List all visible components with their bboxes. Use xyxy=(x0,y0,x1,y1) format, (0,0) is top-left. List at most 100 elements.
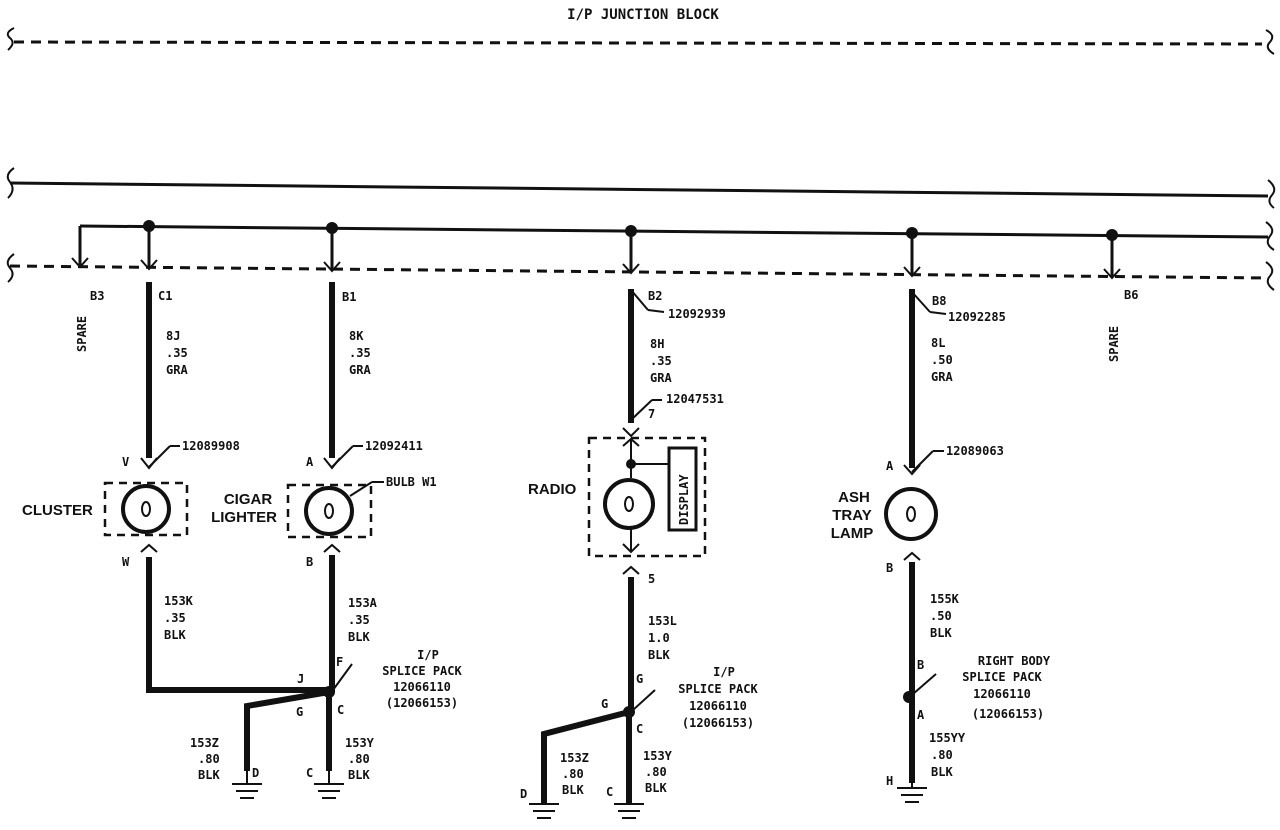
radio-display-box xyxy=(667,446,698,532)
cigar-connector-number: 12092411 xyxy=(365,439,423,453)
mid-splice-pin-g: G xyxy=(601,697,608,711)
mid-splice-line3: 12066110 xyxy=(689,699,747,713)
ground-icon xyxy=(232,768,262,799)
wire-cigar-out-circuit: 153A xyxy=(348,596,378,610)
radio-bulb-icon xyxy=(603,478,655,530)
wire-ash-out-color: BLK xyxy=(930,626,952,640)
mid-ground-d-pin: D xyxy=(520,787,527,801)
mid-splice-pin-c: C xyxy=(636,722,643,736)
wire-b2-gauge: .35 xyxy=(650,354,672,368)
left-ground-c-color: BLK xyxy=(348,768,370,782)
wire-cigar-out-gauge: .35 xyxy=(348,613,370,627)
ground-icon xyxy=(614,803,644,819)
left-splice-pin-c: C xyxy=(337,703,344,717)
mid-ground-d-color: BLK xyxy=(562,783,584,797)
wire-cluster-out-circuit: 153K xyxy=(164,594,194,608)
wire-b2-color: GRA xyxy=(650,371,672,385)
right-splice-line3: 12066110 xyxy=(973,687,1031,701)
left-ground-c-pin: C xyxy=(306,766,313,780)
mid-splice-line2: SPLICE PACK xyxy=(678,682,758,696)
ash-bulb-icon xyxy=(884,487,938,541)
wire-cluster-out xyxy=(146,557,333,693)
left-splice-line4: (12066153) xyxy=(386,696,458,710)
junction-block-boundary-top xyxy=(6,27,1275,55)
ash-connector-number: 12089063 xyxy=(946,444,1004,458)
right-splice-line1: RIGHT BODY xyxy=(978,654,1051,668)
left-ground-d-gauge: .80 xyxy=(198,752,220,766)
spare-label-left: SPARE xyxy=(75,316,89,352)
cluster-component: 12089908 V CLUSTER W xyxy=(22,439,240,569)
wire-b1-color: GRA xyxy=(349,363,371,377)
left-splice-pin-j: J xyxy=(297,672,304,686)
ground-icon xyxy=(314,768,344,799)
wire-c1-circuit: 8J xyxy=(166,329,180,343)
terminal-b6: B6 xyxy=(1124,288,1138,302)
right-ground-circuit: 155YY xyxy=(929,731,966,745)
ash-pin-in: A xyxy=(886,459,894,473)
cluster-pin-in: V xyxy=(122,455,129,469)
wire-cluster-out-color: BLK xyxy=(164,628,186,642)
wire-b2-circuit: 8H xyxy=(650,337,664,351)
ash-tray-lamp-component: 12089063 A ASH TRAY LAMP B xyxy=(831,444,1004,575)
wire-mid-ground-d xyxy=(541,708,633,803)
cigar-label-line2: LIGHTER xyxy=(211,509,277,526)
cigar-label-line1: CIGAR xyxy=(224,491,273,508)
cluster-pin-out: W xyxy=(122,555,130,569)
wire-cluster-out-gauge: .35 xyxy=(164,611,186,625)
cigar-pin-in: A xyxy=(306,455,314,469)
mid-ground-c-gauge: .80 xyxy=(645,765,667,779)
mid-splice-line1: I/P xyxy=(713,665,735,679)
right-ground-pin: H xyxy=(886,774,893,788)
mid-ground-d-gauge: .80 xyxy=(562,767,584,781)
bus-drops xyxy=(71,220,1121,280)
right-splice-line2: SPLICE PACK xyxy=(962,670,1042,684)
terminal-b3: B3 xyxy=(90,289,104,303)
radio-connector-number: 12047531 xyxy=(666,392,724,406)
left-splice-line1: I/P xyxy=(417,648,439,662)
cigar-bulb-label: BULB W1 xyxy=(386,475,437,489)
left-ground-d-circuit: 153Z xyxy=(190,736,219,750)
power-feed-bus xyxy=(78,221,1275,265)
cigar-bulb-icon xyxy=(304,486,354,536)
wire-b1-circuit: 8K xyxy=(349,329,364,343)
radio-display-label: DISPLAY xyxy=(677,474,691,525)
radio-component: 12047531 7 DISPLAY RADIO 5 xyxy=(528,392,724,586)
ash-label-line3: LAMP xyxy=(831,525,874,542)
wire-radio-out-color: BLK xyxy=(648,648,670,662)
middle-splice-pack: G G C I/P SPLICE PACK 12066110 (12066153… xyxy=(541,665,759,803)
wire-ash-out-gauge: .50 xyxy=(930,609,952,623)
right-splice-line4: (12066153) xyxy=(972,707,1044,721)
mid-ground-c-circuit: 153Y xyxy=(643,749,673,763)
right-splice-pack: B A RIGHT BODY SPLICE PACK 12066110 (120… xyxy=(903,654,1051,722)
left-ground-c-gauge: .80 xyxy=(348,752,370,766)
terminal-b2: B2 xyxy=(648,289,662,303)
cigar-lighter-component: 12092411 A BULB W1 CIGAR LIGHTER B xyxy=(211,439,437,569)
b8-connector-number: 12092285 xyxy=(948,310,1006,324)
cluster-connector-number: 12089908 xyxy=(182,439,240,453)
mid-ground-c-color: BLK xyxy=(645,781,667,795)
radio-label: RADIO xyxy=(528,481,577,498)
wire-radio-out-gauge: 1.0 xyxy=(648,631,670,645)
terminal-b1: B1 xyxy=(342,290,356,304)
terminal-b8: B8 xyxy=(932,294,946,308)
spare-label-right: SPARE xyxy=(1107,326,1121,362)
left-splice-line2: SPLICE PACK xyxy=(382,664,462,678)
wire-c1-color: GRA xyxy=(166,363,188,377)
left-ground-d-pin: D xyxy=(252,766,259,780)
wire-b8-circuit: 8L xyxy=(931,336,945,350)
radio-pin-out: 5 xyxy=(648,572,655,586)
mid-ground-d-circuit: 153Z xyxy=(560,751,589,765)
wire-left-ground-d xyxy=(244,688,333,771)
ash-label-line1: ASH xyxy=(838,489,870,506)
radio-pin-in: 7 xyxy=(648,407,655,421)
junction-block-boundary-lower xyxy=(6,253,1275,291)
b2-connector-number: 12092939 xyxy=(668,307,726,321)
right-splice-pin-b: B xyxy=(917,658,924,672)
left-splice-pack: J F G C I/P SPLICE PACK 12066110 (120661… xyxy=(244,648,463,771)
mid-splice-line4: (12066153) xyxy=(682,716,754,730)
wire-b8-gauge: .50 xyxy=(931,353,953,367)
wire-ash-out-circuit: 155K xyxy=(930,592,960,606)
wire-b8-color: GRA xyxy=(931,370,953,384)
mid-splice-pin-g-top: G xyxy=(636,672,643,686)
